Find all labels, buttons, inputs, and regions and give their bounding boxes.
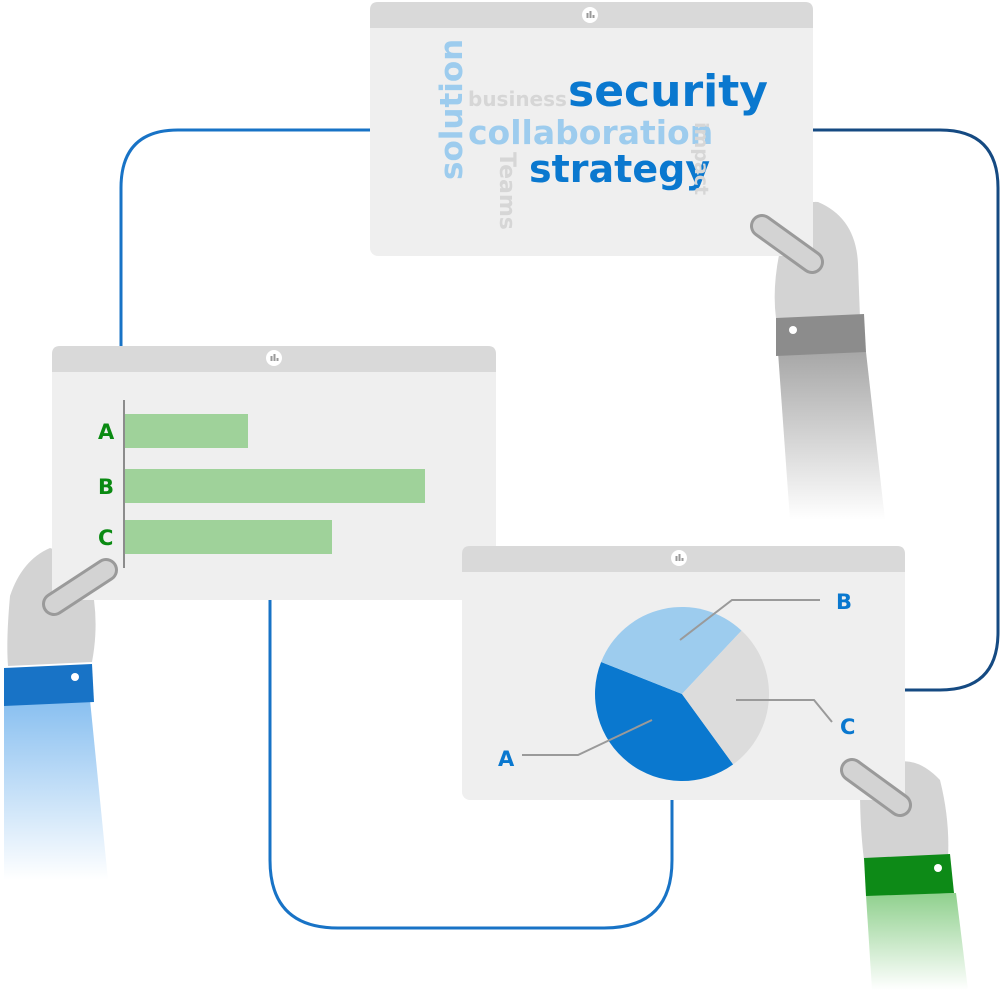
bar-a (125, 414, 248, 448)
word-teams: Teams (494, 152, 519, 230)
leader-line-a (522, 719, 653, 756)
pie-leader-lines (522, 599, 833, 756)
word-impact: impact (690, 122, 712, 195)
finger-bottom-right (843, 761, 909, 814)
connector-left (119, 128, 372, 348)
bar-chart-panel: A B C (52, 346, 496, 600)
cuff-blue (4, 664, 94, 706)
cuff-button (934, 864, 942, 872)
app-logo-icon (266, 350, 282, 366)
bar-label-a: A (98, 420, 115, 444)
app-logo-icon (671, 550, 687, 566)
sleeve-gray (778, 352, 885, 520)
pie-label-a: A (498, 747, 515, 771)
word-collaboration: collaboration (468, 113, 713, 152)
word-solution: solution (434, 39, 470, 180)
cuff-gray (776, 314, 866, 356)
finger-left (45, 561, 115, 613)
panel-body (370, 2, 813, 256)
sleeve-green (866, 893, 968, 990)
bar-c (125, 520, 332, 554)
pie-label-c: C (840, 715, 855, 739)
bar-label-b: B (98, 475, 114, 499)
word-strategy: strategy (529, 147, 710, 191)
app-logo-icon (582, 7, 598, 23)
leader-line-b (679, 599, 820, 641)
pie-series (595, 607, 769, 781)
pie-chart-panel: A B C (462, 546, 905, 800)
cuff-button (71, 673, 79, 681)
word-business: business (468, 87, 567, 111)
pie-slice-c (682, 630, 769, 765)
bar-series (125, 414, 425, 554)
connector-bottom (268, 600, 674, 930)
connector-lines (119, 128, 1000, 930)
arm-left (4, 548, 108, 880)
word-cloud-panel: security business collaboration strategy… (370, 2, 813, 256)
pie-label-b: B (836, 590, 852, 614)
connector-right (812, 128, 1000, 692)
bar-label-c: C (98, 526, 113, 550)
bar-b (125, 469, 425, 503)
finger-top-right (753, 217, 821, 271)
sleeve-blue (4, 700, 108, 880)
word-security: security (568, 66, 768, 117)
pie-slice-a (595, 661, 734, 781)
cuff-button (789, 326, 797, 334)
leader-line-c (736, 699, 833, 723)
cuff-green (864, 854, 954, 896)
bar-category-labels: A B C (98, 420, 115, 550)
pie-slice-b (601, 607, 742, 694)
